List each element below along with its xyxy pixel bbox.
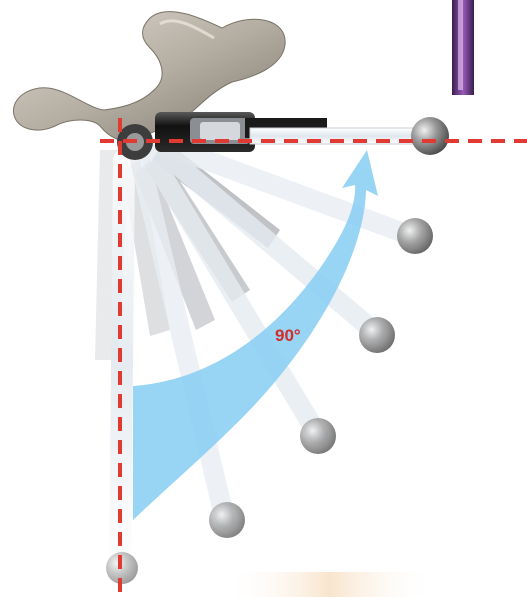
ball-end	[359, 317, 395, 353]
angle-label: 90°	[275, 326, 301, 345]
ball-end	[397, 218, 433, 254]
bottom-glow	[225, 572, 435, 597]
ball-end	[209, 502, 245, 538]
ball-end	[300, 418, 336, 454]
ball-end	[411, 117, 449, 155]
instrument-rod	[452, 0, 474, 95]
